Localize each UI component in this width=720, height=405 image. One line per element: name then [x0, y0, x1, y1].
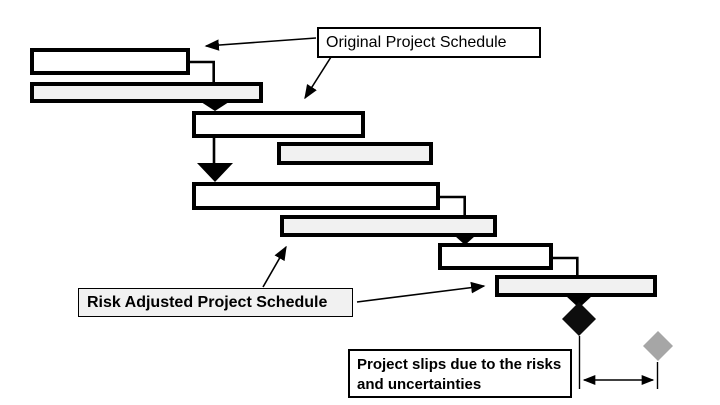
task-bar-3-original	[192, 182, 440, 210]
slip-note-line-1: Project slips due to the risks	[357, 356, 562, 373]
task-bar-4-risk-adjusted	[495, 275, 657, 297]
arrowhead-down-task3-icon	[198, 100, 232, 111]
milestone-slipped-finish-diamond-icon	[643, 331, 673, 361]
arrowhead-down-task7-icon	[455, 236, 475, 245]
milestone-risk-adjusted-finish-diamond-icon	[562, 302, 596, 336]
callout-risk-adjusted-schedule-label: Risk Adjusted Project Schedule	[87, 293, 328, 311]
task-bar-1-original	[30, 48, 190, 75]
callout-risk-adjusted-schedule: Risk Adjusted Project Schedule	[78, 288, 353, 317]
callout-project-slip-note: Project slips due to the risks and uncer…	[348, 349, 572, 398]
slip-note-line-2: and uncertainties	[357, 376, 482, 393]
leader-original-to-bar2	[304, 56, 332, 100]
task-bar-3-risk-adjusted	[280, 215, 497, 237]
callout-original-schedule-label: Original Project Schedule	[326, 33, 507, 51]
task-bar-4-original	[438, 243, 553, 270]
leader-risk-adjusted-to-bar3	[262, 245, 287, 288]
task-bar-1-risk-adjusted	[30, 82, 263, 103]
task-bar-2-risk-adjusted	[277, 142, 433, 165]
arrowhead-down-task5-icon	[197, 163, 233, 182]
callout-original-schedule: Original Project Schedule	[317, 27, 541, 58]
task-bar-2-original	[192, 111, 365, 138]
leader-original-to-bar1	[204, 37, 317, 51]
leader-risk-adjusted-to-bar4	[356, 281, 486, 303]
